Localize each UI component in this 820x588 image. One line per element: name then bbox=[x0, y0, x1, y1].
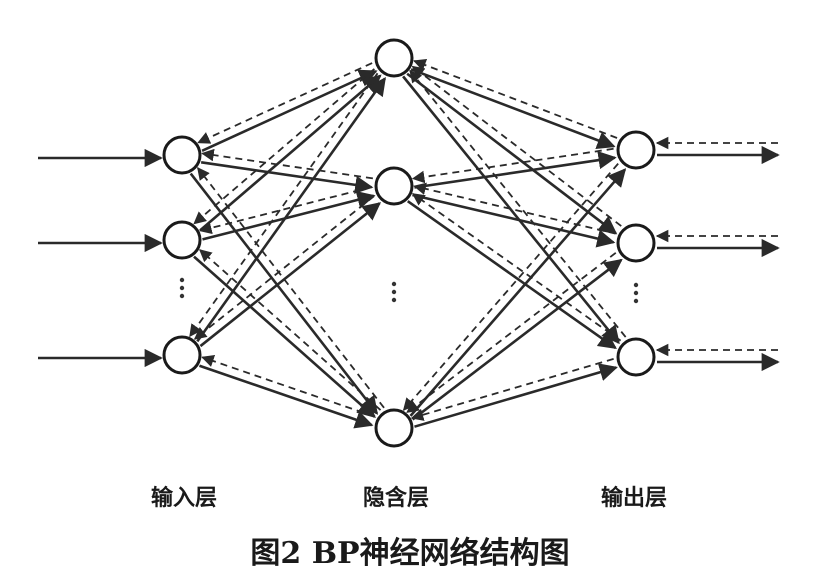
connection-arrows bbox=[189, 59, 627, 429]
hidden-layer-label: 隐含层 bbox=[362, 486, 430, 511]
output-layer-label: 输出层 bbox=[600, 486, 668, 511]
input3-hidden3-backward-arrow bbox=[201, 354, 375, 418]
hidden3-output1-backward-arrow bbox=[402, 163, 619, 411]
hidden3-output2-forward-arrow bbox=[411, 258, 623, 421]
hidden-neuron bbox=[374, 166, 414, 206]
neuron-nodes bbox=[162, 38, 656, 448]
hidden2-output1-backward-arrow bbox=[411, 147, 614, 184]
input2-hidden2-backward-arrow bbox=[199, 186, 372, 235]
input1-hidden3-backward-arrow bbox=[197, 167, 385, 409]
input2-hidden3-backward-arrow bbox=[199, 249, 382, 411]
input-output-arrows bbox=[38, 136, 780, 372]
input-neuron bbox=[162, 220, 202, 260]
input3-hidden2-forward-arrow bbox=[199, 202, 382, 348]
input1-hidden1-forward-arrow bbox=[201, 69, 378, 152]
input3-hidden2-backward-arrow bbox=[193, 195, 375, 340]
vertical-ellipsis-icon bbox=[179, 277, 185, 299]
input2-hidden1-backward-arrow bbox=[193, 68, 375, 225]
input-neuron bbox=[162, 135, 202, 175]
output-neuron bbox=[616, 337, 656, 377]
hidden1-output2-backward-arrow bbox=[411, 65, 622, 227]
hidden1-output1-backward-arrow bbox=[413, 59, 618, 139]
input2-hidden1-forward-arrow bbox=[199, 74, 382, 232]
output-neuron bbox=[616, 130, 656, 170]
vertical-ellipsis-icon bbox=[391, 281, 397, 303]
input-layer-label: 输入层 bbox=[150, 486, 218, 511]
input1-hidden1-backward-arrow bbox=[197, 62, 373, 144]
output-neuron bbox=[616, 223, 656, 263]
input1-hidden2-forward-arrow bbox=[200, 161, 374, 194]
hidden3-output3-backward-arrow bbox=[410, 358, 614, 421]
hidden2-output2-backward-arrow bbox=[413, 182, 616, 235]
input3-hidden3-forward-arrow bbox=[199, 364, 374, 429]
hidden2-output2-forward-arrow bbox=[412, 193, 616, 248]
hidden1-output3-forward-arrow bbox=[402, 75, 620, 345]
input-neuron bbox=[162, 335, 202, 375]
input3-hidden1-backward-arrow bbox=[189, 72, 379, 338]
hidden-neuron bbox=[374, 38, 414, 78]
hidden1-output1-forward-arrow bbox=[410, 68, 616, 150]
hidden3-output3-forward-arrow bbox=[414, 363, 618, 428]
hidden2-output3-forward-arrow bbox=[406, 200, 617, 350]
hidden3-output2-backward-arrow bbox=[406, 252, 617, 414]
hidden2-output3-backward-arrow bbox=[411, 193, 622, 342]
input1-hidden2-backward-arrow bbox=[201, 148, 374, 180]
hidden2-output1-forward-arrow bbox=[414, 151, 617, 189]
vertical-ellipsis-icon bbox=[633, 282, 639, 304]
hidden1-output2-forward-arrow bbox=[406, 72, 618, 235]
input1-hidden3-forward-arrow bbox=[189, 172, 379, 415]
input2-hidden3-forward-arrow bbox=[193, 255, 376, 418]
input3-hidden1-forward-arrow bbox=[196, 77, 386, 343]
hidden3-output1-forward-arrow bbox=[409, 168, 627, 417]
input2-hidden2-forward-arrow bbox=[202, 191, 376, 241]
hidden-neuron bbox=[374, 408, 414, 448]
hidden1-output3-backward-arrow bbox=[409, 69, 627, 338]
ellipsis-dots bbox=[179, 277, 639, 304]
figure-caption: 图2 BP神经网络结构图 bbox=[250, 536, 570, 571]
